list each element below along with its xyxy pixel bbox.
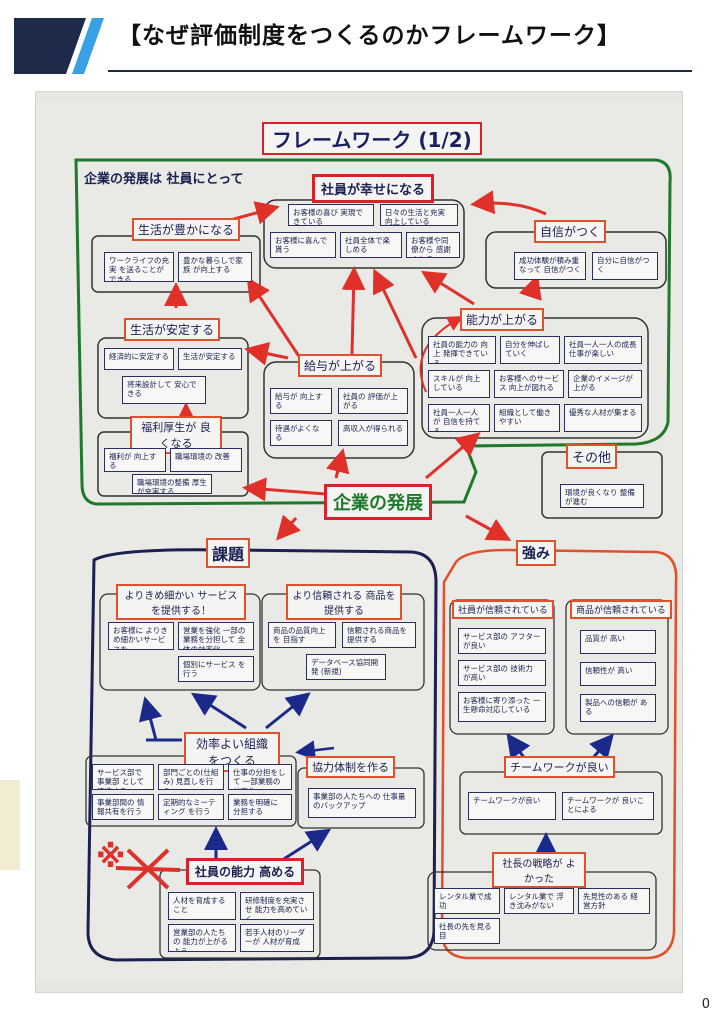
ability-note: お客様へのサービス 向上が図れる xyxy=(494,370,564,398)
issues-heading: 課題 xyxy=(206,538,251,568)
goods-note: 信頼性が 高い xyxy=(580,662,656,686)
employee-note: 研修制度を充実させ 能力を高めていく xyxy=(240,892,314,920)
efficient-note: 定期的なミーティング を行う xyxy=(158,794,224,820)
stable-note: 経済的に安定する xyxy=(104,348,174,370)
trusted-note: 信頼される商品を 提供する xyxy=(342,622,416,648)
confidence-note: 成功体験が積み重なって 自信がつく xyxy=(514,252,586,280)
cooperation-note: 事業部の人たちへの 仕事量のバックアップ xyxy=(308,788,416,818)
trusted-staff-heading: 社員が信頼されている xyxy=(452,600,554,619)
detailed-note: お客様に よりきめ細かいサービスを xyxy=(108,622,174,650)
welfare-note: 職場環境の 改善 xyxy=(170,448,242,472)
ability-note: 社員一人一人の成長 仕事が楽しい xyxy=(564,336,642,364)
efficient-note: 事業部間の 情報共有を行う xyxy=(92,794,154,820)
strategy-note: レンタル業で成功 xyxy=(434,888,500,914)
efficient-note: 部門ごとの(仕組み) 見直しを行う xyxy=(158,764,224,790)
company-group-label: 企業の発展は 社員にとって xyxy=(84,172,244,187)
strengths-heading: 強み xyxy=(516,540,556,566)
detailed-note: 個別にサービス を行う xyxy=(178,656,254,682)
trusted-goods-heading: 商品が信頼されている xyxy=(570,600,672,619)
cooperation-heading: 協力体制を作る xyxy=(306,756,395,778)
header-accent-shape xyxy=(14,18,104,74)
goods-note: 製品への信頼が ある xyxy=(580,694,656,722)
goods-note: 品質が 高い xyxy=(580,630,656,654)
other-note: 環境が良くなり 整備が進む xyxy=(560,484,644,508)
staff-note: お客様に寄り添った 一生懸命対応している xyxy=(458,692,546,722)
strategy-note: レンタル業で 浮き沈みがない xyxy=(504,888,574,914)
ability-note: 組織として働き やすい xyxy=(494,404,560,432)
happy-note: お客様に喜んで貰う xyxy=(270,232,336,258)
poster-drawing xyxy=(74,158,678,962)
trusted-note: 商品の品質向上を 目指す xyxy=(268,622,336,648)
trusted-note: データベース協同開発 (新規) xyxy=(306,654,386,680)
welfare-note: 福利が 向上する xyxy=(104,448,166,472)
welfare-note: 職場環境の整備 厚生が充実する xyxy=(132,474,212,494)
strategy-heading: 社長の戦略が よかった xyxy=(492,852,586,888)
staff-note: サービス部の アフター が良い xyxy=(458,628,546,654)
rich-note: 豊かな暮らしで家族 が向上する xyxy=(178,252,252,282)
employee-note: 営業部の人たちの 能力が上がるよう xyxy=(168,924,236,952)
center-node: 企業の発展 xyxy=(324,484,432,520)
staff-note: サービス部の 技術力 が高い xyxy=(458,660,546,686)
side-tape xyxy=(0,780,20,870)
page-number: 0 xyxy=(701,997,710,1012)
framework-poster-photo: フレームワーク (1/2) 企業の発展は 社員にとって 社員が幸せになる お客様… xyxy=(36,92,682,992)
teamwork-note: チームワークが 良いことによる xyxy=(562,792,654,820)
detailed-note: 営業を強化 一部の 業務を分担して 全体の効率化 xyxy=(178,622,254,650)
efficient-note: 仕事の分担をして 一部業務の 効率化 xyxy=(228,764,292,790)
ability-note: 社員の能力の 向上 発揮できている xyxy=(428,336,496,364)
happy-note: 日々の生活と充実 向上している xyxy=(380,204,458,226)
ability-note: 社員一人一人が 自信を持てる xyxy=(428,404,490,432)
ability-note: スキルが 向上している xyxy=(428,370,490,398)
ability-note: 優秀な人材が集まる xyxy=(564,404,642,432)
happy-note: 社員全体で楽しめる xyxy=(340,232,402,258)
stable-heading: 生活が安定する xyxy=(124,318,221,341)
rich-heading: 生活が豊かになる xyxy=(132,218,241,241)
stable-note: 生活が安定する xyxy=(178,348,242,370)
tape-top xyxy=(36,92,682,102)
efficient-note: 業務を明確に 分担する xyxy=(228,794,292,820)
salary-heading: 給与が上がる xyxy=(298,354,383,377)
detailed-service-heading: よりきめ細かい サービスを提供する！ xyxy=(116,584,246,620)
star-mark: ※ xyxy=(96,840,126,875)
salary-note: 社員の 評価が上がる xyxy=(338,388,408,414)
slide-title: 【なぜ評価制度をつくるのかフレームワーク】 xyxy=(118,23,621,49)
strategy-note: 社長の先を見る 目 xyxy=(434,918,500,944)
ability-heading: 能力が上がる xyxy=(460,308,545,331)
ability-note: 自分を伸ばしていく xyxy=(500,336,560,364)
happy-heading: 社員が幸せになる xyxy=(312,174,435,203)
salary-note: 待遇がよくなる xyxy=(270,420,332,446)
ability-note: 企業のイメージが 上がる xyxy=(568,370,642,398)
poster-heading: フレームワーク (1/2) xyxy=(262,122,482,155)
employee-note: 人材を育成すること xyxy=(168,892,236,920)
stable-note: 将来設計して 安心できる xyxy=(122,376,206,404)
slide-header: 【なぜ評価制度をつくるのかフレームワーク】 xyxy=(0,0,724,84)
employee-note: 若手人材のリーダーが 人材が育成 xyxy=(240,924,314,952)
rich-note: ワークライフの充実 を送ることができる xyxy=(104,252,174,282)
efficient-note: サービス部で事業部 として連携する xyxy=(92,764,154,790)
salary-note: 給与が 向上する xyxy=(270,388,332,414)
salary-note: 高収入が得られる xyxy=(338,420,408,446)
tape-bottom xyxy=(36,980,682,992)
title-divider xyxy=(108,70,692,72)
confidence-note: 自分に自信がつく xyxy=(592,252,658,280)
teamwork-note: チームワークが良い xyxy=(468,792,556,820)
happy-note: お客様の喜び 実現できている xyxy=(288,204,374,226)
employee-ability-heading: 社員の能力 高める xyxy=(186,858,305,885)
teamwork-heading: チームワークが良い xyxy=(504,756,615,778)
other-heading: その他 xyxy=(566,444,618,469)
happy-note: お客様や同僚から 感謝される xyxy=(406,232,460,258)
trusted-product-heading: より信頼される 商品を提供する xyxy=(286,584,402,620)
strategy-note: 先見性のある 経営方針 xyxy=(578,888,650,914)
confidence-heading: 自信がつく xyxy=(534,220,607,243)
